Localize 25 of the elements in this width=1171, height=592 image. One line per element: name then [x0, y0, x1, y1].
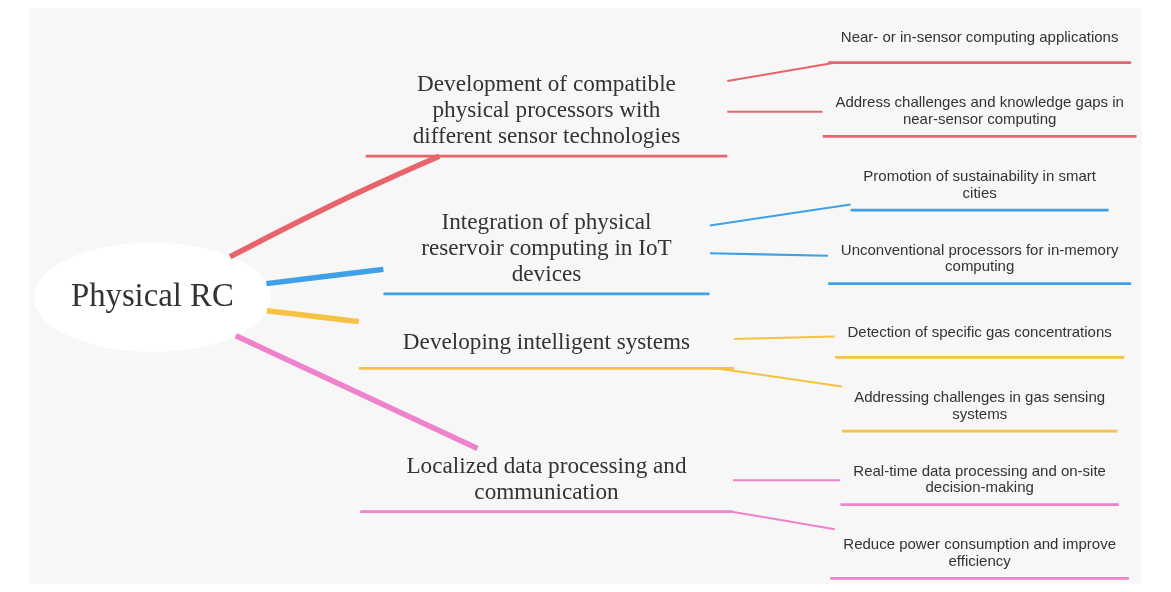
node-text: Localized data processing and communication [406, 451, 687, 504]
node-text: Near- or in-sensor computing applications [840, 27, 1119, 45]
node-text: Detection of specific gas concentrations [847, 322, 1112, 340]
node-text: Promotion of sustainability in smart cities [863, 167, 1096, 201]
node-text: Developing intelligent systems [402, 328, 691, 355]
node-text: Addressing challenges in gas sensing systems [854, 388, 1106, 422]
node-text: Development of compatible physical processors with different sensor technologies [412, 70, 681, 149]
node-text: Integration of physical reservoir computing in IoT devices [421, 208, 672, 287]
node-text: Unconventional processors for in-memory computing [840, 240, 1119, 275]
connector [716, 367, 842, 388]
node-text: Real-time data processing and on-site decision-making [853, 461, 1106, 496]
connector [266, 308, 360, 325]
node-text: Reduce power consumption and improve efficiency [843, 535, 1116, 569]
connector [266, 266, 384, 287]
connector [732, 479, 841, 482]
connector [228, 153, 441, 260]
connector [727, 61, 835, 83]
connector [727, 110, 823, 113]
connector [234, 333, 479, 452]
connector [709, 252, 829, 257]
node-text: Address challenges and knowledge gaps in near-sensor computing [835, 93, 1124, 127]
node-ellipse: Physical RC [33, 242, 271, 352]
connector [731, 510, 835, 531]
connector [709, 203, 851, 227]
connector [734, 335, 835, 341]
